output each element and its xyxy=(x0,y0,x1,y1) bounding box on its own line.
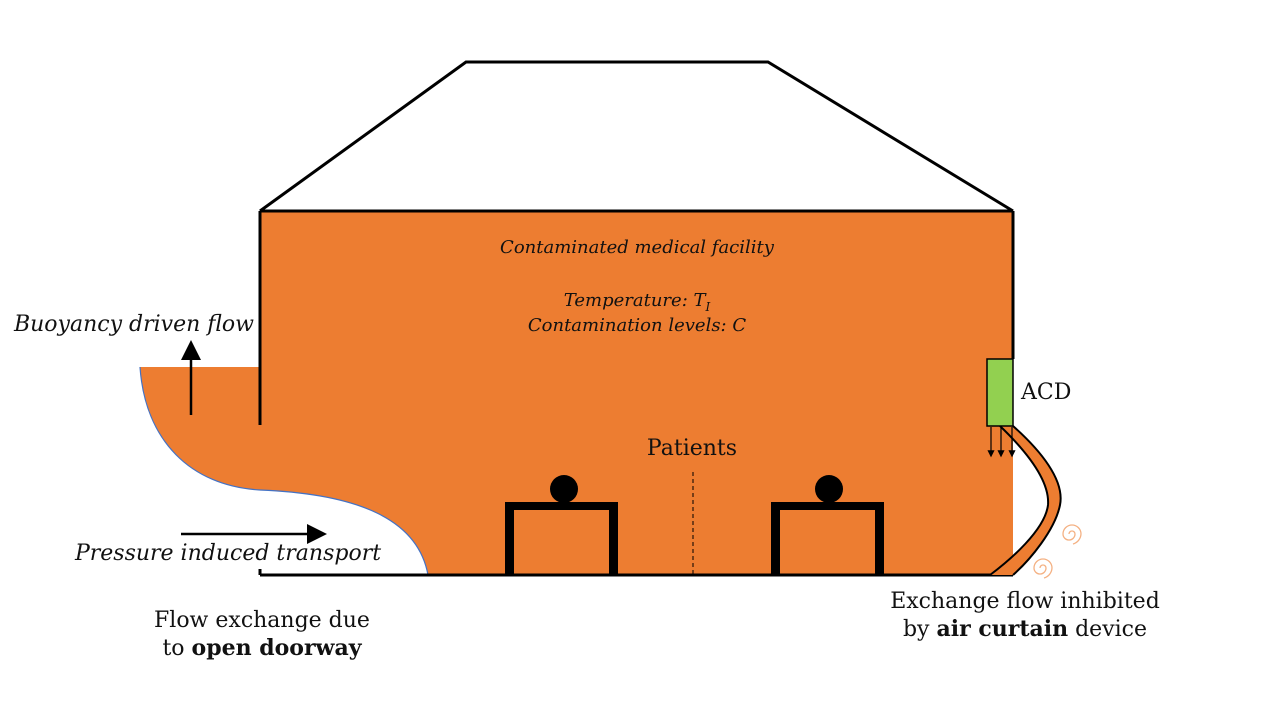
curtain-caption-line2: by air curtain device xyxy=(903,616,1147,642)
doorway-caption-line1: Flow exchange due xyxy=(154,608,370,633)
room-contaminated-air xyxy=(260,211,1013,575)
doorway-outflow-edge xyxy=(139,366,261,491)
pressure-label: Pressure induced transport xyxy=(74,541,381,566)
doorway-outflow-plume xyxy=(140,367,260,490)
air-curtain-inner-edge xyxy=(989,425,1050,576)
eddy-swirl-icon xyxy=(1033,558,1053,579)
air-curtain-outer-edge xyxy=(1012,425,1062,576)
patient-bed-right xyxy=(771,475,884,576)
temperature-text: Temperature: T xyxy=(564,290,708,311)
acd-device xyxy=(986,358,1014,427)
patient-head xyxy=(550,475,578,503)
room-title: Contaminated medical facility xyxy=(500,237,775,258)
doorway-inflow-edge xyxy=(259,489,429,576)
buoyancy-label: Buoyancy driven flow xyxy=(13,312,254,337)
contamination-label: Contamination levels: C xyxy=(528,315,746,336)
eddy-swirl-icon xyxy=(1062,524,1082,545)
patient-bed-left xyxy=(505,475,618,576)
curtain-caption-bold: air curtain xyxy=(936,616,1068,642)
patients-label: Patients xyxy=(647,436,737,461)
doorway-caption-bold: open doorway xyxy=(192,635,363,661)
doorway-caption-line2: to open doorway xyxy=(162,635,362,661)
curtain-caption-prefix: by xyxy=(903,617,937,642)
doorway-inflow-lobe xyxy=(260,490,428,575)
curtain-caption-suffix: device xyxy=(1068,617,1147,642)
curtain-caption-line1: Exchange flow inhibited xyxy=(890,589,1160,614)
temperature-subscript: I xyxy=(704,300,710,314)
roof-outline xyxy=(259,60,1014,213)
patient-head xyxy=(815,475,843,503)
doorway-caption-prefix: to xyxy=(162,636,191,661)
temperature-label: Temperature: TI xyxy=(564,290,711,314)
acd-label: ACD xyxy=(1020,380,1071,405)
air-curtain-plume xyxy=(990,426,1061,575)
